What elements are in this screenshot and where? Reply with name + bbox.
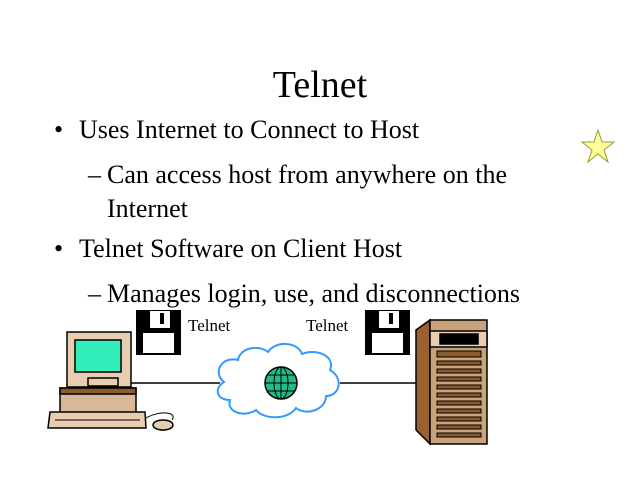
slide-title: Telnet <box>272 64 368 106</box>
client-computer-icon <box>47 331 174 431</box>
bullet-text: Uses Internet to Connect to Host <box>79 115 420 144</box>
sub-bullet-text: Can access host from anywhere on the <box>107 160 507 189</box>
sub-bullet-marker: – <box>88 279 101 308</box>
sub-bullet-continuation: Internet <box>107 194 188 223</box>
sub-bullet-marker: – <box>88 160 101 189</box>
floppy-disk-icon <box>136 310 181 355</box>
floppy-disk-icon <box>365 310 410 355</box>
bullet-marker: • <box>54 115 64 144</box>
server-telnet-label: Telnet <box>306 316 349 335</box>
server-tower-icon <box>415 318 488 446</box>
bullet-text: Telnet Software on Client Host <box>79 234 403 263</box>
globe-icon <box>264 366 298 400</box>
client-telnet-label: Telnet <box>188 316 231 335</box>
star-icon <box>580 128 616 164</box>
sub-bullet-text: Manages login, use, and disconnections <box>107 279 521 308</box>
bullet-marker: • <box>54 234 64 263</box>
